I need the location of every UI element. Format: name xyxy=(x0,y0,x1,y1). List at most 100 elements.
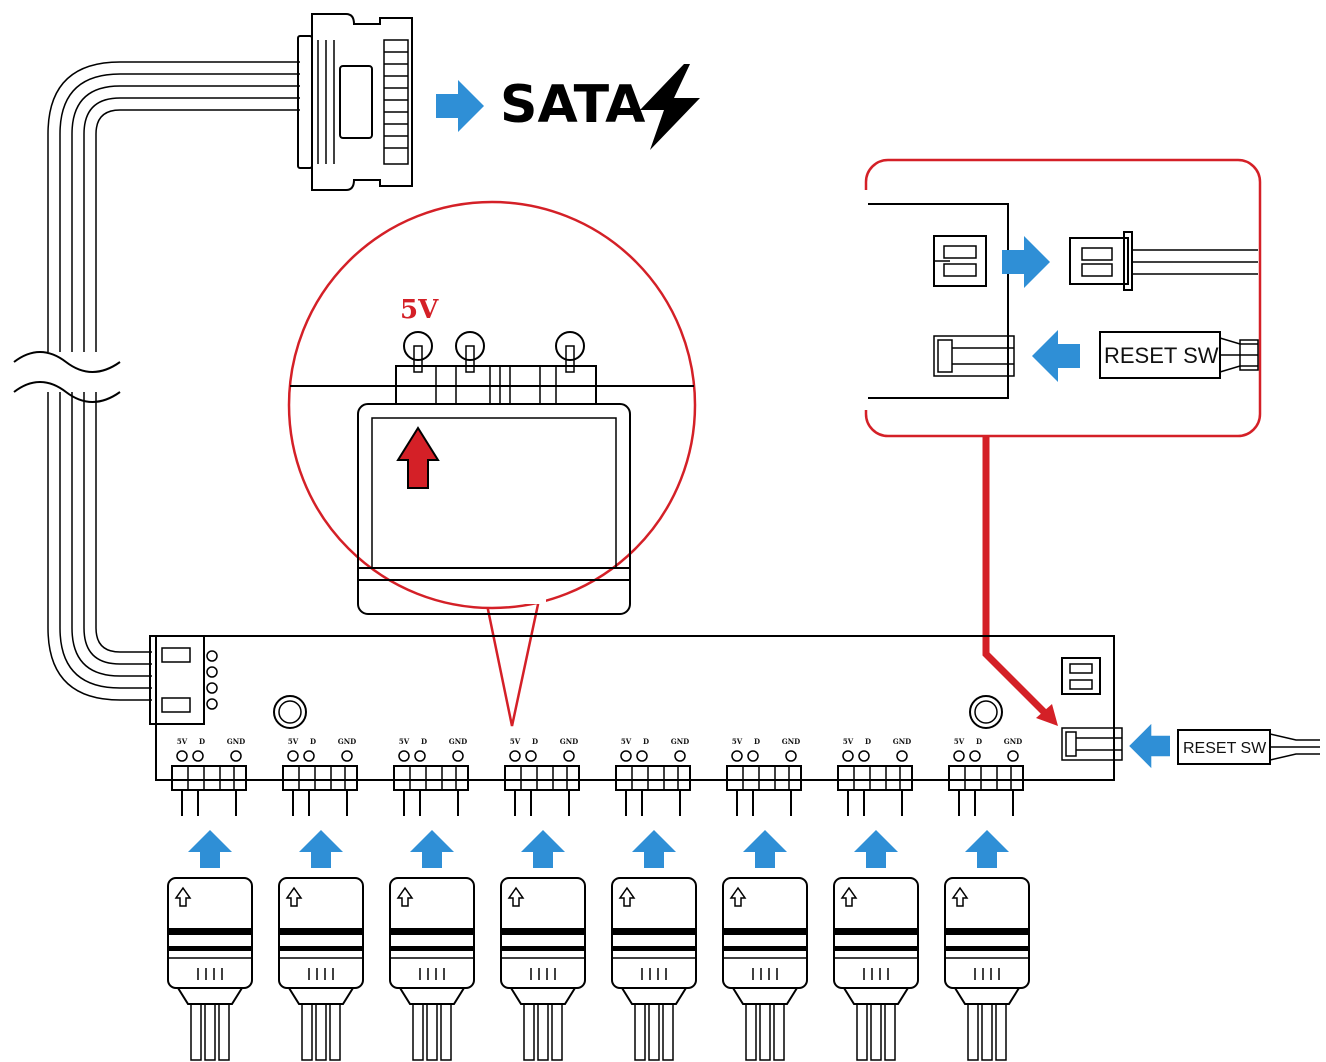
pin-label: 5V xyxy=(732,737,743,746)
plug-wire xyxy=(440,1003,452,1061)
port-arrow-icon xyxy=(410,830,454,868)
plug-wire xyxy=(981,1003,993,1061)
pin-ring xyxy=(525,750,537,762)
plug-wire xyxy=(537,1003,549,1061)
board-reset-label: RESET SW xyxy=(1183,740,1267,757)
pin-label: GND xyxy=(893,737,911,746)
pin-ring xyxy=(896,750,908,762)
inset-plug xyxy=(1069,231,1258,291)
port-arrow-icon xyxy=(743,830,787,868)
pin-ring xyxy=(414,750,426,762)
plug-wire xyxy=(759,1003,771,1061)
pin-ring xyxy=(747,750,759,762)
pin-label: GND xyxy=(782,737,800,746)
lightning-bolt-icon xyxy=(640,64,700,150)
inset-argb-header xyxy=(933,235,987,287)
pin-label: D xyxy=(865,737,871,746)
plug-wire xyxy=(204,1003,216,1061)
port-header xyxy=(282,765,358,791)
pin-ring xyxy=(452,750,464,762)
hub-board xyxy=(149,635,1123,781)
argb-port: 5V D GND xyxy=(167,737,253,1061)
inset-link-line xyxy=(982,436,1058,726)
plug-wire xyxy=(218,1003,230,1061)
port-arrow-icon xyxy=(632,830,676,868)
port-arrow-icon xyxy=(299,830,343,868)
pin-label: GND xyxy=(671,737,689,746)
plug-wire xyxy=(995,1003,1007,1061)
pin-ring xyxy=(287,750,299,762)
board-reset-plug: RESET SW xyxy=(1177,729,1320,765)
pin-label: 5V xyxy=(288,737,299,746)
board-reset-arrow-icon xyxy=(1129,723,1170,769)
inset-reset-label: RESET SW xyxy=(1104,343,1219,368)
board-reset-header xyxy=(1061,727,1123,761)
pin-ring xyxy=(858,750,870,762)
up-arrow-icon xyxy=(285,886,303,907)
pin-ring xyxy=(509,750,521,762)
board-argb-header xyxy=(1061,657,1101,695)
plug-wire xyxy=(190,1003,202,1061)
pin-label: 5V xyxy=(510,737,521,746)
pin-label: GND xyxy=(449,737,467,746)
up-arrow-icon xyxy=(951,886,969,907)
pin-ring xyxy=(674,750,686,762)
port-arrow-icon xyxy=(188,830,232,868)
inset-reset-header xyxy=(933,335,1015,377)
pin-ring xyxy=(785,750,797,762)
pin-ring xyxy=(636,750,648,762)
pin-ring xyxy=(953,750,965,762)
sata-label: SATA xyxy=(500,75,645,135)
pin-label: GND xyxy=(227,737,245,746)
port-header xyxy=(504,765,580,791)
pin-ring xyxy=(969,750,981,762)
pin-label: GND xyxy=(560,737,578,746)
port-header xyxy=(615,765,691,791)
plug-wire xyxy=(745,1003,757,1061)
orientation-arrow-icon xyxy=(396,426,440,489)
plug-wire xyxy=(634,1003,646,1061)
pin-ring xyxy=(842,750,854,762)
plug-wire xyxy=(884,1003,896,1061)
pin-label: 5V xyxy=(177,737,188,746)
pin-ring xyxy=(731,750,743,762)
sata-power-connector xyxy=(297,13,413,191)
pin-ring xyxy=(563,750,575,762)
sata-input-header xyxy=(149,635,218,725)
up-arrow-icon xyxy=(396,886,414,907)
up-arrow-icon xyxy=(507,886,525,907)
up-arrow-icon xyxy=(618,886,636,907)
port-header xyxy=(393,765,469,791)
pin-ring xyxy=(398,750,410,762)
pin-label: D xyxy=(421,737,427,746)
pin-label: GND xyxy=(338,737,356,746)
pin-ring xyxy=(176,750,188,762)
pin-label: GND xyxy=(1004,737,1022,746)
pin-ring xyxy=(1007,750,1019,762)
up-arrow-icon xyxy=(174,886,192,907)
pin-label: 5V xyxy=(954,737,965,746)
port-header xyxy=(726,765,802,791)
pin-ring xyxy=(620,750,632,762)
port-arrow-icon xyxy=(965,830,1009,868)
pin-label: D xyxy=(643,737,649,746)
voltage-label: 5V xyxy=(400,295,439,325)
plug-wire xyxy=(523,1003,535,1061)
zoom-callout: 5V xyxy=(287,200,697,727)
pin-ring xyxy=(230,750,242,762)
port-arrow-icon xyxy=(521,830,565,868)
pin-ring xyxy=(341,750,353,762)
up-arrow-icon xyxy=(840,886,858,907)
plug-wire xyxy=(551,1003,563,1061)
plug-wire xyxy=(412,1003,424,1061)
port-header xyxy=(171,765,247,791)
pin-label: D xyxy=(199,737,205,746)
plug-wire xyxy=(856,1003,868,1061)
